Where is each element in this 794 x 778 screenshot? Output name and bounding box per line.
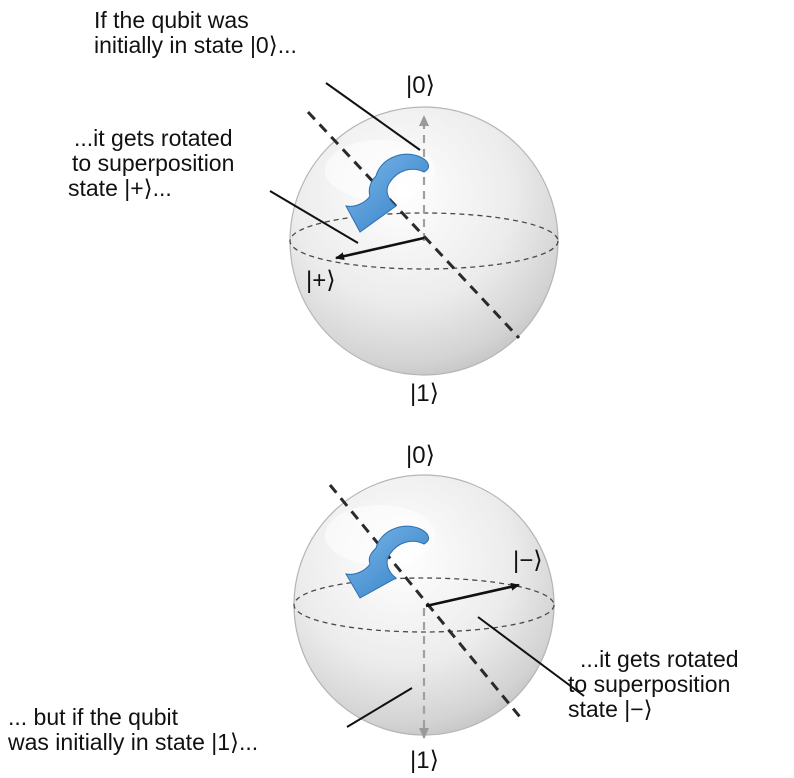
bottom-ket-minus: |−⟩	[513, 548, 543, 574]
top-bloch-sphere	[270, 83, 558, 375]
top-caption-rotated-line-1: ...it gets rotated	[68, 126, 234, 151]
bottom-caption-rotated: ...it gets rotated to superposition stat…	[568, 647, 739, 722]
top-ket-one: |1⟩	[410, 381, 439, 407]
bottom-caption-initial-line-2: was initially in state |1⟩...	[8, 730, 258, 755]
top-caption-rotated-line-3: state |+⟩...	[68, 176, 234, 201]
bottom-ket-one: |1⟩	[410, 748, 439, 774]
bottom-caption-rotated-line-1: ...it gets rotated	[568, 647, 739, 672]
top-ket-zero: |0⟩	[406, 73, 435, 99]
bottom-caption-rotated-line-2: to superposition	[568, 672, 739, 697]
bottom-caption-initial-line-1: ... but if the qubit	[8, 705, 258, 730]
top-caption-rotated-line-2: to superposition	[68, 151, 234, 176]
top-caption-initial: If the qubit was initially in state |0⟩.…	[94, 8, 297, 58]
top-caption-initial-line-2: initially in state |0⟩...	[94, 33, 297, 58]
top-caption-rotated: ...it gets rotated to superposition stat…	[68, 126, 234, 201]
bottom-ket-zero: |0⟩	[406, 443, 435, 469]
top-ket-plus: |+⟩	[306, 268, 336, 294]
top-caption-initial-line-1: If the qubit was	[94, 8, 297, 33]
bottom-caption-rotated-line-3: state |−⟩	[568, 697, 739, 722]
bottom-caption-initial: ... but if the qubit was initially in st…	[8, 705, 258, 755]
bottom-bloch-sphere	[294, 475, 584, 738]
